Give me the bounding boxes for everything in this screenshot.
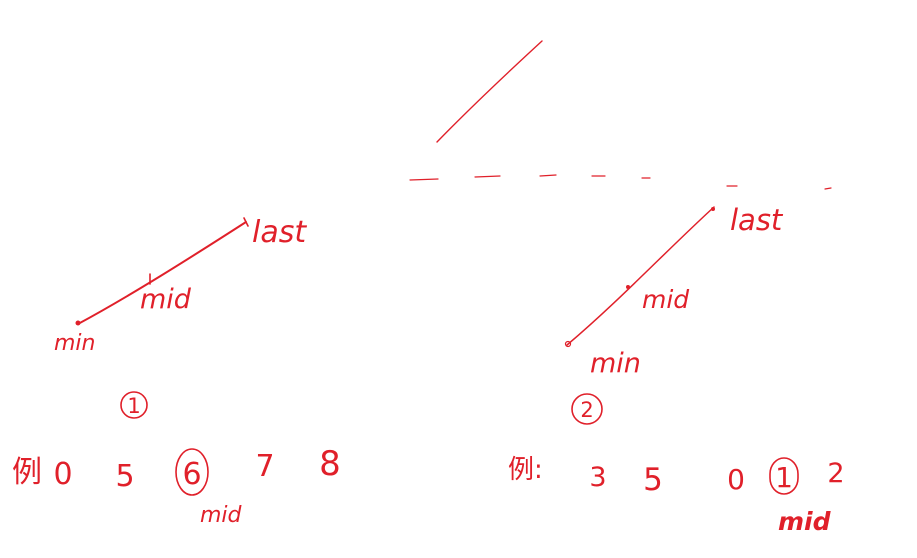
right-label-last: last bbox=[730, 203, 784, 237]
left-min-dot bbox=[75, 320, 81, 326]
right-example-mid-label: mid bbox=[778, 507, 832, 536]
left-label-min: min bbox=[54, 331, 96, 356]
right-diagram: last mid min 2 例: 3 5 0 1 2 mid bbox=[508, 203, 845, 536]
left-sorted-segment bbox=[77, 221, 247, 325]
left-case-circle bbox=[120, 391, 148, 419]
left-value-1: 5 bbox=[115, 459, 134, 494]
left-case-number: 1 bbox=[127, 394, 140, 418]
left-label-last: last bbox=[252, 215, 307, 250]
right-label-min: min bbox=[590, 348, 641, 379]
right-last-dot bbox=[711, 207, 715, 211]
right-value-1: 5 bbox=[643, 462, 663, 498]
right-sorted-segment bbox=[566, 206, 715, 346]
right-case-circle bbox=[571, 393, 603, 425]
left-diagram: last mid min 1 例 0 5 6 7 8 mid bbox=[12, 215, 341, 528]
right-mid-value-circle bbox=[769, 457, 799, 495]
right-mid-dot bbox=[626, 285, 630, 289]
left-label-mid: mid bbox=[140, 284, 192, 315]
top-rising-segment bbox=[436, 40, 543, 143]
right-min-dot bbox=[564, 340, 572, 348]
left-mid-value-circle bbox=[175, 448, 209, 496]
left-value-3: 7 bbox=[255, 449, 274, 484]
left-example-prefix: 例 bbox=[12, 455, 42, 490]
right-value-3: 1 bbox=[775, 461, 793, 494]
left-example-mid-label: mid bbox=[200, 503, 243, 528]
right-value-0: 3 bbox=[589, 462, 606, 493]
right-example-prefix: 例: bbox=[508, 455, 543, 485]
right-case-number: 2 bbox=[580, 398, 593, 422]
left-value-0: 0 bbox=[53, 457, 72, 492]
right-value-2: 0 bbox=[727, 463, 745, 496]
left-value-4: 8 bbox=[319, 444, 341, 484]
right-value-4: 2 bbox=[827, 458, 844, 489]
dashed-baseline bbox=[409, 174, 832, 190]
left-last-tick bbox=[243, 217, 249, 227]
left-value-2: 6 bbox=[182, 457, 201, 492]
right-label-mid: mid bbox=[642, 285, 689, 314]
